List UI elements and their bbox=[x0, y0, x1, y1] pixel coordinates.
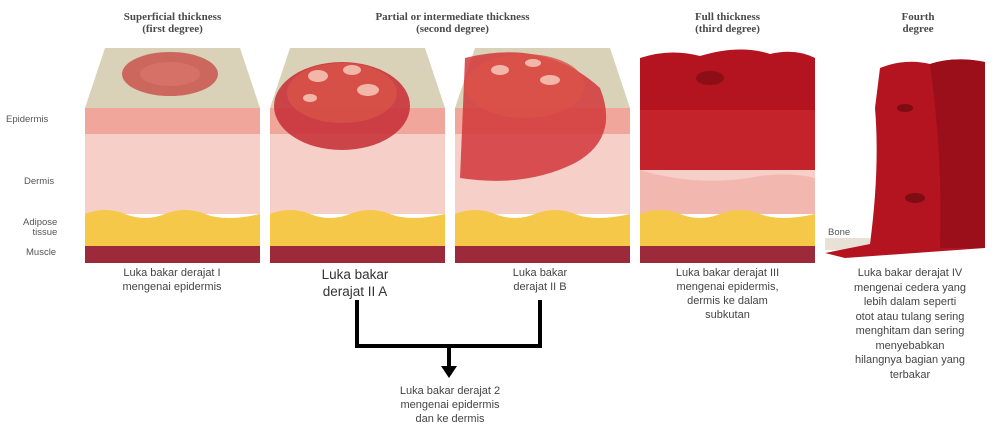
arrow-down-icon bbox=[441, 366, 457, 378]
